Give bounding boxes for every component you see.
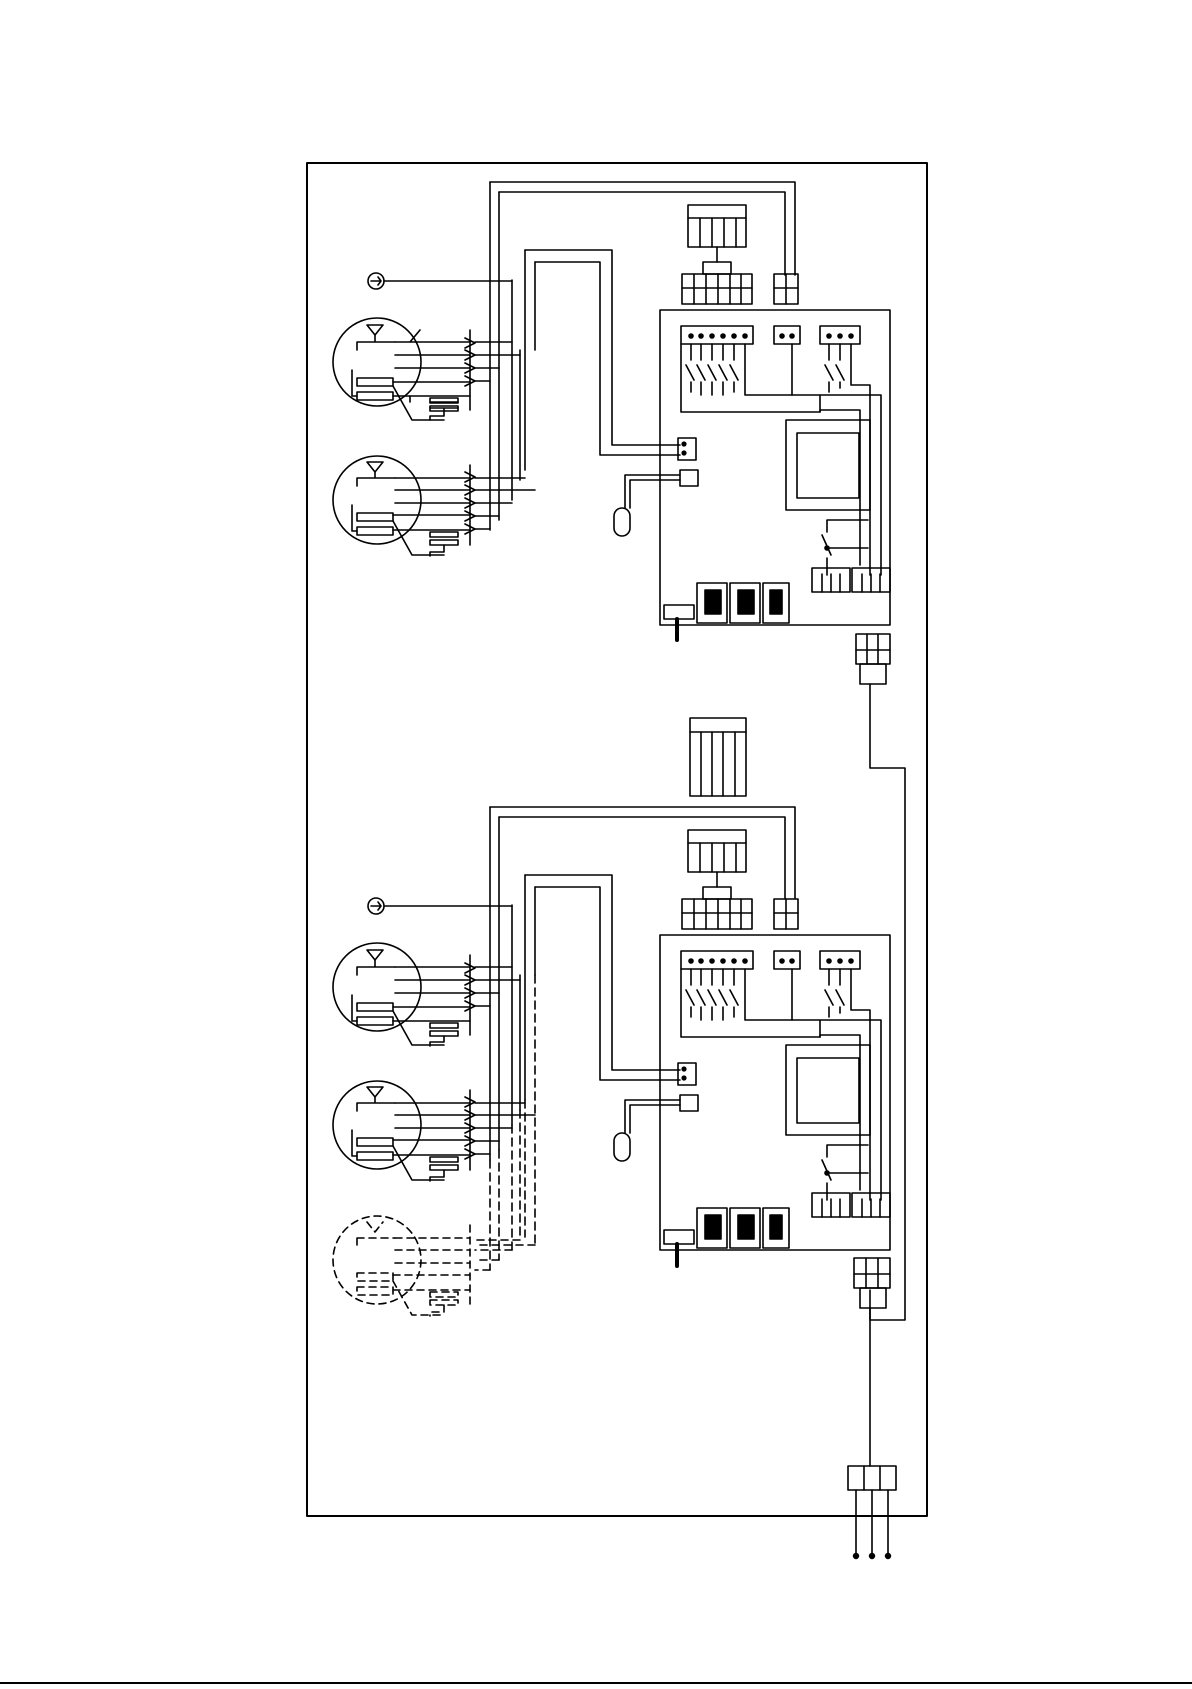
harness-wire: [490, 182, 795, 275]
sensor-connector: [678, 1063, 696, 1085]
lower-unit: [333, 807, 890, 1466]
upper-unit: [333, 182, 905, 1320]
output-connector: [854, 1258, 890, 1466]
harness-wire: [490, 807, 795, 898]
ground-arrow: [371, 902, 381, 910]
sensor-connector: [680, 1095, 698, 1111]
motor-circle-icon: [333, 456, 535, 556]
motor-circle-icon: [333, 1081, 535, 1181]
control-board-icon: [660, 310, 890, 640]
enclosure-frame: [307, 163, 927, 1516]
supply-lead-terminal: [870, 1554, 875, 1559]
spare-connector-block: [690, 718, 746, 796]
motor-circle-icon: [333, 318, 520, 420]
harness-wire: [525, 875, 680, 1070]
harness-wire: [535, 887, 680, 1080]
ground-arrow: [371, 277, 381, 285]
optional-motor-circle-icon: [333, 1216, 535, 1316]
harness-wire: [525, 250, 680, 445]
supply-lead-terminal: [854, 1554, 859, 1559]
sensor-connector: [678, 438, 696, 460]
temperature-probe-icon: [614, 508, 630, 536]
sensor-wire: [625, 475, 680, 508]
temperature-probe-icon: [614, 1133, 630, 1161]
supply-lead-terminal: [886, 1554, 891, 1559]
harness-wire: [499, 817, 785, 898]
motor-circle-icon: [333, 943, 520, 1046]
supply-terminal-block: [848, 1466, 896, 1558]
connector-block: [682, 830, 798, 929]
control-board-icon: [660, 935, 890, 1266]
harness-wire: [535, 262, 680, 455]
connector-block: [682, 205, 798, 304]
sensor-connector: [680, 470, 698, 486]
sensor-wire: [625, 1100, 680, 1133]
